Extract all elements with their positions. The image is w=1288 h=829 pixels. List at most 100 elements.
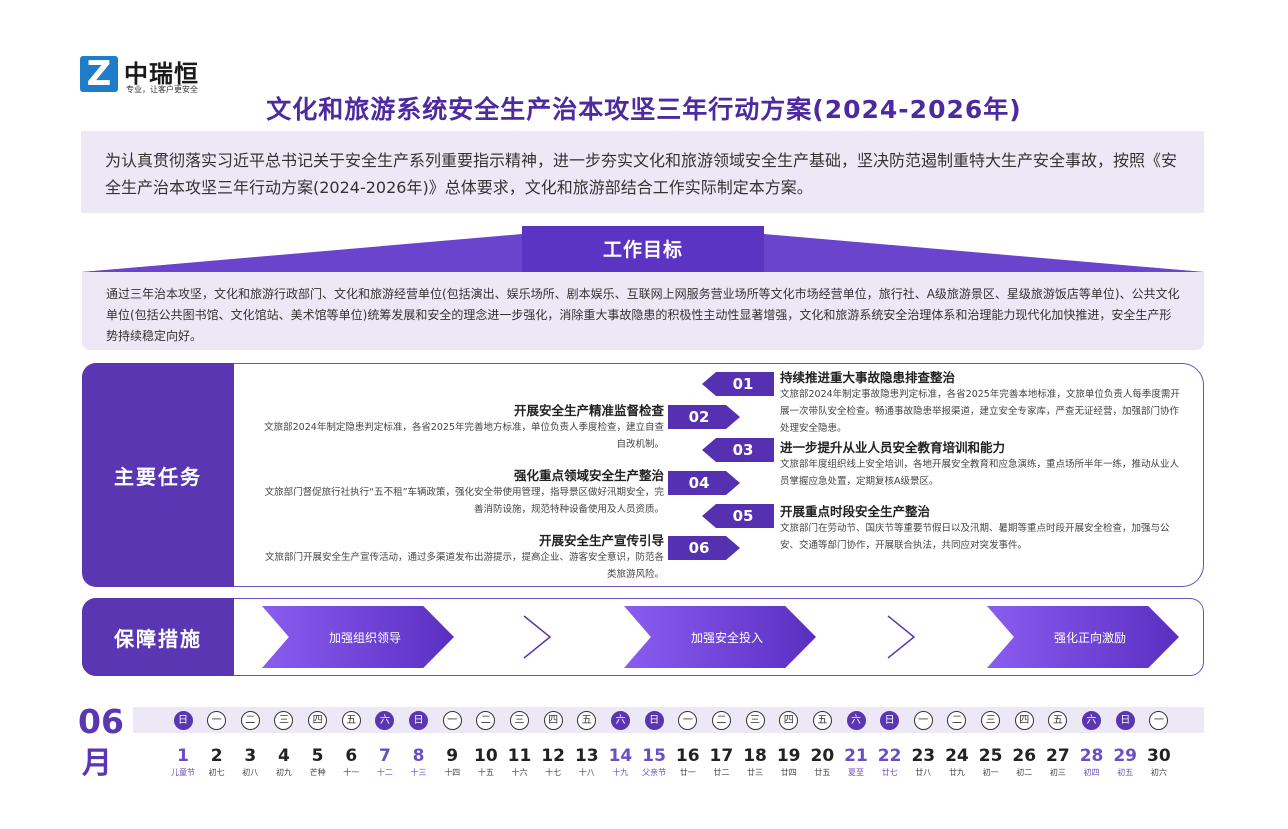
goal-title: 工作目标 xyxy=(602,239,683,261)
calendar-day-number: 22 xyxy=(877,746,902,766)
calendar-lunar-label: 十六 xyxy=(511,768,528,777)
calendar-lunar-label: 廿五 xyxy=(814,768,831,777)
task-tag-03: 03 xyxy=(702,438,774,462)
calendar-weekday: 一 xyxy=(1149,711,1169,730)
task-tag-04: 04 xyxy=(668,471,740,495)
calendar-lunar-label: 十二 xyxy=(376,768,393,777)
calendar-lunar-label: 初二 xyxy=(1016,768,1033,777)
calendar-lunar-label: 芒种 xyxy=(309,768,326,777)
page-title: 文化和旅游系统安全生产治本攻坚三年行动方案(2024-2026年) xyxy=(266,95,1022,124)
chevron-right-icon xyxy=(523,615,552,659)
calendar-weekday: 日 xyxy=(173,711,193,730)
task-item-02: 开展安全生产精准监督检查 文旅部2024年制定隐患判定标准，各省2025年完善地… xyxy=(264,403,664,453)
task-title: 强化重点领域安全生产整治 xyxy=(513,468,664,483)
calendar-weekday: 日 xyxy=(644,711,664,730)
calendar-lunar-label: 廿三 xyxy=(747,768,764,777)
calendar-weekday: 六 xyxy=(1082,711,1102,730)
calendar-weekday: 六 xyxy=(846,711,866,730)
calendar-weekday-strip xyxy=(133,707,1204,733)
task-desc: 文旅部2024年制定隐患判定标准，各省2025年完善地方标准，单位负责人季度检查… xyxy=(264,422,664,450)
calendar-day-number: 13 xyxy=(574,746,599,766)
calendar-weekday: 六 xyxy=(610,711,630,730)
calendar-day-number: 21 xyxy=(844,746,868,766)
calendar-day-number: 15 xyxy=(642,746,666,766)
calendar-day-number: 5 xyxy=(311,746,324,766)
calendar-day-number: 30 xyxy=(1147,746,1171,766)
calendar-lunar-label: 廿四 xyxy=(780,768,797,777)
calendar-weekday: 一 xyxy=(442,711,462,730)
calendar-lunar-label: 十三 xyxy=(410,768,427,777)
calendar-day-number: 6 xyxy=(345,746,358,766)
calendar-day-number: 11 xyxy=(507,746,532,766)
calendar-weekday: 三 xyxy=(274,711,294,730)
task-item-03: 进一步提升从业人员安全教育培训和能力 文旅部年度组织线上安全培训，各地开展安全教… xyxy=(780,440,1180,490)
calendar-lunar-label: 廿八 xyxy=(915,768,932,777)
guarantee-item-3: 强化正向激励 xyxy=(987,606,1179,668)
calendar-weekday: 三 xyxy=(981,711,1001,730)
calendar-weekday: 日 xyxy=(880,711,900,730)
task-title: 持续推进重大事故隐患排查整治 xyxy=(780,370,956,385)
task-desc: 文旅部门开展安全生产宣传活动，通过多渠道发布出游提示，提高企业、游客安全意识，防… xyxy=(264,552,664,580)
calendar-weekday: 二 xyxy=(711,711,731,730)
goal-text: 通过三年治本攻坚，文化和旅游行政部门、文化和旅游经营单位(包括演出、娱乐场所、剧… xyxy=(82,272,1204,350)
calendar-day-number: 12 xyxy=(541,746,565,766)
calendar-day-number: 8 xyxy=(412,746,425,766)
goal-banner-shape xyxy=(82,226,1204,272)
task-tag-05: 05 xyxy=(702,504,774,528)
chevron-right-icon xyxy=(887,615,916,659)
calendar-weekday: 三 xyxy=(745,711,765,730)
task-title: 开展重点时段安全生产整治 xyxy=(780,504,931,519)
calendar-weekday: 五 xyxy=(577,711,597,730)
calendar-day-number: 28 xyxy=(1079,746,1104,766)
calendar-weekday: 日 xyxy=(409,711,429,730)
calendar-weekday: 五 xyxy=(341,711,361,730)
calendar-day-number: 3 xyxy=(244,746,257,766)
calendar-lunar-label: 十七 xyxy=(545,768,562,777)
calendar-day-number: 4 xyxy=(278,746,290,766)
calendar-lunar-label: 廿七 xyxy=(881,768,898,777)
calendar-day-number: 17 xyxy=(709,746,734,766)
calendar-weekday: 六 xyxy=(375,711,395,730)
calendar-weekday: 四 xyxy=(543,711,563,730)
guarantee-item-1: 加强组织领导 xyxy=(262,606,454,668)
calendar-lunar-label: 初七 xyxy=(208,768,225,777)
task-tag-06: 06 xyxy=(668,536,740,560)
task-item-04: 强化重点领域安全生产整治 文旅部门督促旅行社执行“五不租”车辆政策，强化安全带使… xyxy=(264,468,664,518)
calendar-day-number: 27 xyxy=(1046,746,1070,766)
calendar-lunar-label: 初一 xyxy=(982,768,999,777)
calendar-day-number: 2 xyxy=(210,746,223,766)
task-desc: 文旅部2024年制定事故隐患判定标准，各省2025年完善本地标准，文旅单位负责人… xyxy=(780,389,1180,434)
calendar-lunar-label: 廿一 xyxy=(679,768,696,777)
calendar-lunar-label: 十四 xyxy=(444,768,461,777)
task-title: 开展安全生产精准监督检查 xyxy=(513,403,664,418)
calendar-weekday: 二 xyxy=(947,711,967,730)
task-desc: 文旅部门在劳动节、国庆节等重要节假日以及汛期、暑期等重点时段开展安全检查，加强与… xyxy=(780,523,1170,551)
logo-mark: Z xyxy=(80,56,118,92)
calendar-day-number: 18 xyxy=(743,746,767,766)
calendar-lunar-label: 儿童节 xyxy=(171,768,195,777)
calendar-day-number: 29 xyxy=(1113,746,1138,766)
calendar-day-number: 14 xyxy=(608,746,633,766)
calendar-lunar-label: 十八 xyxy=(578,768,595,777)
calendar-weekday: 日 xyxy=(1115,711,1135,730)
calendar-lunar-label: 初四 xyxy=(1083,768,1100,777)
task-desc: 文旅部年度组织线上安全培训，各地开展安全教育和应急演练，重点场所半年一练，推动从… xyxy=(780,459,1180,487)
task-item-01: 持续推进重大事故隐患排查整治 文旅部2024年制定事故隐患判定标准，各省2025… xyxy=(780,370,1180,437)
calendar-day-number: 9 xyxy=(446,746,459,766)
calendar-weekday: 二 xyxy=(240,711,260,730)
task-title: 进一步提升从业人员安全教育培训和能力 xyxy=(780,440,1006,455)
calendar-lunar-label: 初六 xyxy=(1150,768,1167,777)
calendar-day-number: 7 xyxy=(378,746,391,766)
calendar-day-number: 10 xyxy=(474,746,498,766)
calendar-weekday: 四 xyxy=(308,711,328,730)
calendar-weekday: 一 xyxy=(678,711,698,730)
calendar-day-number: 24 xyxy=(945,746,969,766)
calendar-day-number: 25 xyxy=(978,746,1003,766)
calendar-lunar-label: 初三 xyxy=(1049,768,1066,777)
logo-name: 中瑞恒 xyxy=(124,60,199,88)
goal-banner: 工作目标 xyxy=(82,226,1204,272)
calendar-lunar-label: 十一 xyxy=(343,768,360,777)
calendar-lunar-label: 十五 xyxy=(477,768,494,777)
calendar-weekday: 四 xyxy=(779,711,799,730)
calendar-weekday: 五 xyxy=(812,711,832,730)
